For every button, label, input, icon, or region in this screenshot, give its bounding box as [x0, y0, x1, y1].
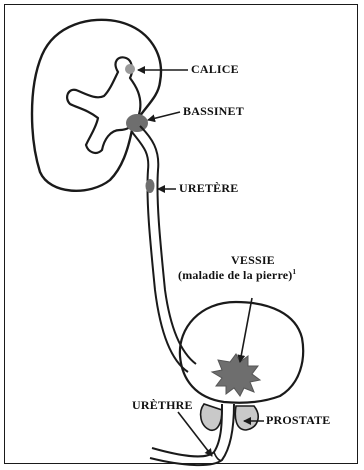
prostate-label: PROSTATE — [266, 413, 331, 428]
uretere-label: URETÈRE — [179, 181, 238, 196]
vessie-arrow — [240, 298, 252, 362]
vessie-footnote-mark: 1 — [293, 268, 297, 276]
vessie-label: VESSIE — [231, 253, 275, 268]
prostate-right-lobe — [235, 406, 258, 430]
vessie-note-label: (maladie de la pierre)1 — [178, 268, 296, 283]
uretere-spot — [146, 179, 155, 193]
urethre-label: URÈTHRE — [132, 398, 193, 413]
prostate-left-lobe — [201, 404, 222, 430]
vessie-note-text: (maladie de la pierre) — [178, 268, 293, 282]
urethra-tip — [214, 452, 222, 461]
calice-label: CALICE — [191, 62, 239, 77]
ureter-left-wall — [132, 132, 188, 372]
bassinet-label: BASSINET — [183, 104, 244, 119]
vessie-stone — [212, 354, 260, 396]
calice-spot — [125, 64, 135, 74]
bassinet-spot — [126, 114, 148, 132]
bassinet-arrow — [148, 112, 180, 120]
